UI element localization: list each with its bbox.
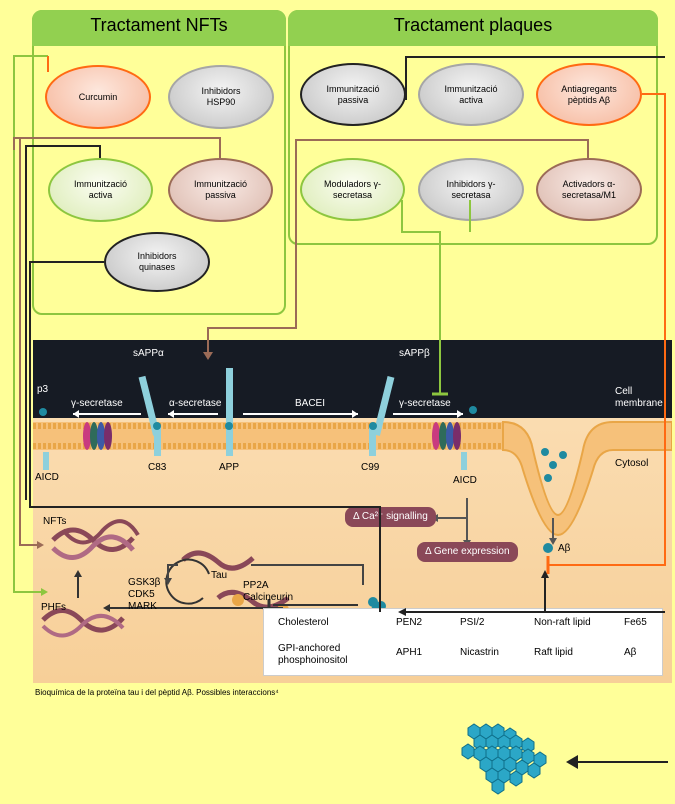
legend-abeta: Aβ	[624, 647, 637, 658]
oval-moduladors-gamma-secretasa[interactable]: Moduladors γ-secretasa	[300, 158, 405, 221]
legend-psi2: PSI/2	[460, 617, 485, 628]
label-alpha-secretase: α-secretase	[169, 398, 222, 409]
label-bacei: BACEI	[295, 398, 326, 409]
oval-label: Immunització activa	[444, 83, 498, 105]
oval-inhibidors-gamma-secretasa[interactable]: Inhibidors γ-secretasa	[418, 158, 524, 221]
label-app: APP	[219, 462, 240, 473]
label-phfs: PHFs	[41, 602, 66, 613]
legend-aph1: APH1	[396, 647, 423, 658]
oval-label: Immunització passiva	[193, 179, 247, 200]
oval-activadors-alpha-secretasa[interactable]: Activadors α-secretasa/M1	[536, 158, 642, 221]
oval-immunitzacio-passiva-plaques[interactable]: Immunització passiva	[300, 63, 406, 126]
label-cell-membrane: Cell membrane	[615, 386, 663, 409]
label-gamma-secretase-1: γ-secretase	[71, 398, 123, 409]
label-c83: C83	[148, 462, 167, 473]
oval-inhibidors-quinases[interactable]: Inhibidors quinases	[104, 232, 210, 292]
oval-antiagregants[interactable]: Antiagregants pèptids Aβ	[536, 63, 642, 126]
oval-label: Activadors α-secretasa/M1	[561, 178, 617, 200]
nfts-panel-title: Tractament NFTs	[32, 10, 286, 46]
oval-label: Curcumin	[78, 91, 118, 102]
oval-label: Moduladors γ-secretasa	[323, 178, 382, 200]
label-gamma-secretase-2: γ-secretase	[399, 398, 451, 409]
plaques-panel-title: Tractament plaques	[288, 10, 658, 46]
figure-caption: Bioquímica de la proteïna tau i del pèpt…	[35, 688, 279, 697]
oval-label: Immunització passiva	[326, 83, 380, 105]
label-tau: Tau	[211, 570, 228, 581]
label-aicd-2: AICD	[453, 475, 477, 486]
oval-label: Inhibidors quinases	[137, 251, 177, 272]
label-aicd-1: AICD	[35, 472, 59, 483]
oval-immunitzacio-activa-nft[interactable]: Immunització activa	[48, 158, 153, 222]
oval-inhibidors-hsp90[interactable]: Inhibidors HSP90	[168, 65, 274, 129]
label-p3: p3	[37, 384, 49, 395]
label-abeta: Aβ	[558, 543, 571, 554]
oval-immunitzacio-passiva-nft[interactable]: Immunització passiva	[168, 158, 273, 222]
oval-label: Inhibidors HSP90	[201, 86, 241, 107]
legend: Cholesterol PEN2 PSI/2 Non-raft lipid Fe…	[263, 608, 663, 676]
legend-cholesterol: Cholesterol	[278, 617, 329, 628]
label-nfts: NFTs	[43, 516, 67, 527]
oval-label: Inhibidors γ-secretasa	[446, 178, 496, 200]
label-sappb: sAPPβ	[399, 348, 430, 359]
label-c99: C99	[361, 462, 380, 473]
gene-expression-box: Δ Gene expression	[417, 542, 518, 562]
label-cytosol: Cytosol	[615, 458, 649, 469]
oval-label: Immunització activa	[73, 179, 127, 200]
legend-nicastrin: Nicastrin	[460, 647, 499, 658]
amyloid-aggregate-icon	[461, 723, 547, 795]
legend-fe65: Fe65	[624, 617, 647, 628]
ca-signalling-box: Δ Ca²⁺ signalling	[345, 507, 436, 527]
label-kinases: GSK3β CDK5 MARK	[128, 577, 161, 612]
legend-pen2: PEN2	[396, 617, 423, 628]
oval-curcumin[interactable]: Curcumin	[45, 65, 151, 129]
oval-immunitzacio-activa-plaques[interactable]: Immunització activa	[418, 63, 524, 126]
legend-gpi: GPI-anchored phosphoinositol	[278, 643, 348, 666]
oval-label: Antiagregants pèptids Aβ	[561, 83, 617, 105]
label-sappa: sAPPα	[133, 348, 164, 359]
label-pp2a: PP2A Calcineurin	[243, 580, 294, 603]
legend-nonraft: Non-raft lipid	[534, 617, 591, 628]
biochemistry-figure: sAPPα sAPPβ p3 γ-secretase α-secretase B…	[33, 340, 672, 683]
legend-raft: Raft lipid	[534, 647, 573, 658]
